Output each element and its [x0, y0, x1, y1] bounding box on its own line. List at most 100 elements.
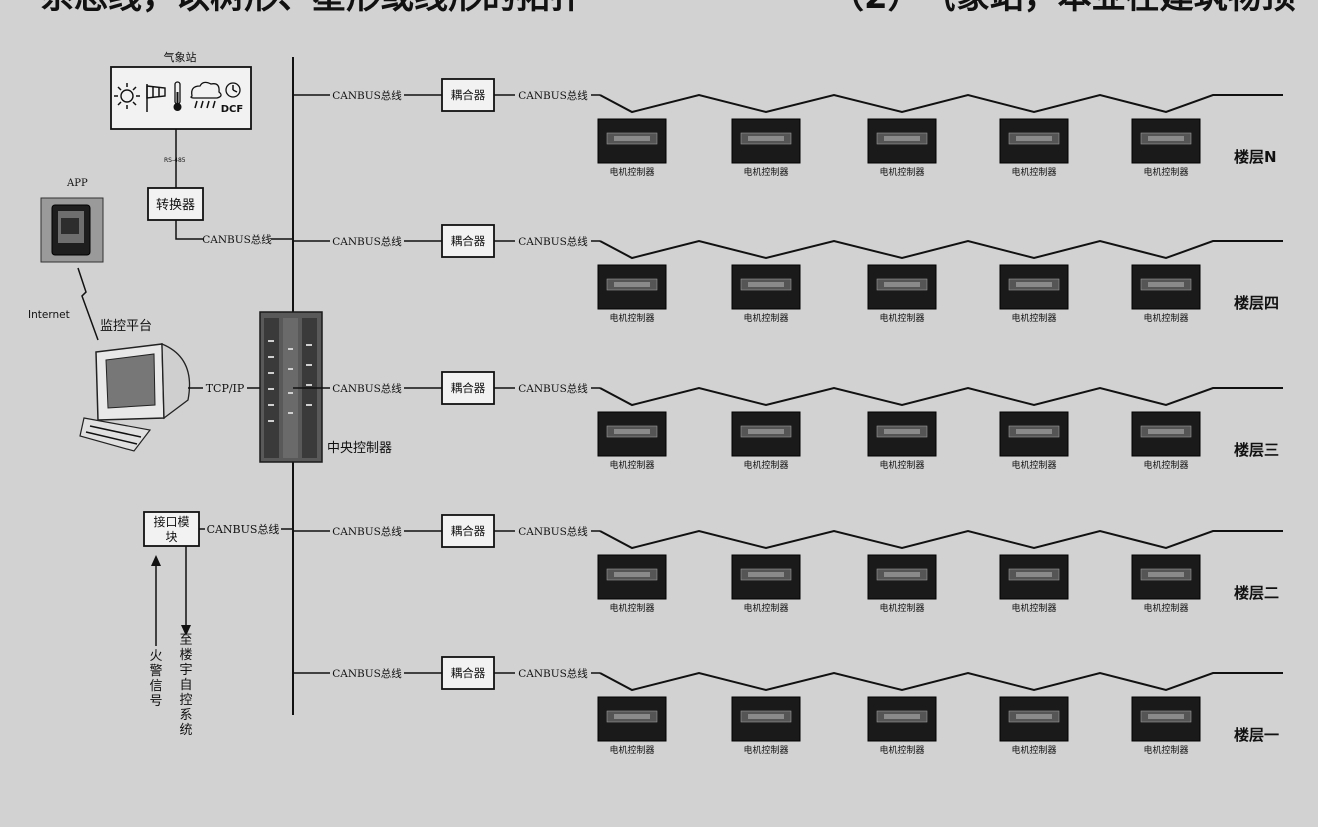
- motor-controller: 电机控制器: [731, 264, 801, 324]
- floor-label: 楼层一: [1234, 726, 1279, 744]
- motor-controller: 电机控制器: [999, 118, 1069, 178]
- sun-icon: [114, 83, 140, 109]
- coupler-box: [441, 224, 495, 258]
- motor-controller: 电机控制器: [1131, 118, 1201, 178]
- flag-icon: [146, 84, 166, 112]
- canbus-label: CANBUS总线: [332, 525, 402, 538]
- motor-controller-label: 电机控制器: [879, 312, 924, 324]
- app-label: APP: [66, 178, 88, 189]
- motor-controller-label: 电机控制器: [743, 312, 788, 324]
- canbus-label: CANBUS总线: [332, 382, 402, 395]
- interface-module-line2: 块: [165, 530, 177, 544]
- motor-controller: 电机控制器: [597, 264, 667, 324]
- coupler-box: [441, 371, 495, 405]
- canbus-label: CANBUS总线: [332, 667, 402, 680]
- dcf-label: DCF: [221, 104, 243, 115]
- motor-controller-label: 电机控制器: [1143, 459, 1188, 471]
- floor-label: 楼层四: [1234, 294, 1279, 312]
- motor-controller: 电机控制器: [867, 118, 937, 178]
- motor-controller-label: 电机控制器: [743, 744, 788, 756]
- phone-icon: [40, 197, 104, 263]
- weather-station-box: [110, 66, 252, 130]
- converter-label: 转换器: [156, 198, 195, 213]
- canbus-label: CANBUS总线: [518, 235, 588, 248]
- motor-controller-label: 电机控制器: [609, 312, 654, 324]
- rain-cloud-icon: [190, 81, 222, 109]
- motor-controller: 电机控制器: [1131, 554, 1201, 614]
- internet-link: [77, 267, 99, 341]
- floor-label: 楼层N: [1234, 148, 1277, 166]
- motor-controller-label: 电机控制器: [1011, 312, 1056, 324]
- motor-controller: 电机控制器: [1131, 696, 1201, 756]
- motor-controller-label: 电机控制器: [609, 602, 654, 614]
- device-bus-line: [599, 239, 1283, 260]
- motor-controller: 电机控制器: [999, 554, 1069, 614]
- thermometer-icon: [173, 81, 182, 111]
- motor-controller: 电机控制器: [1131, 264, 1201, 324]
- coupler-label: 耦合器: [451, 524, 486, 538]
- motor-controller-label: 电机控制器: [1143, 166, 1188, 178]
- motor-controller-label: 电机控制器: [879, 166, 924, 178]
- floor-label: 楼层二: [1234, 584, 1279, 602]
- motor-controller: 电机控制器: [597, 118, 667, 178]
- canbus-label: CANBUS总线: [518, 382, 588, 395]
- converter-box: [147, 187, 204, 221]
- motor-controller-label: 电机控制器: [1143, 312, 1188, 324]
- rs485-label: RS-485: [164, 157, 186, 164]
- monitor-label: 监控平台: [100, 319, 152, 334]
- canbus-label: CANBUS总线: [518, 525, 588, 538]
- motor-controller: 电机控制器: [1131, 411, 1201, 471]
- device-bus-line: [599, 529, 1283, 550]
- interface-module-line1: 接口模: [153, 514, 189, 529]
- motor-controller-label: 电机控制器: [879, 459, 924, 471]
- motor-controller: 电机控制器: [867, 696, 937, 756]
- coupler-label: 耦合器: [451, 381, 486, 395]
- motor-controller-label: 电机控制器: [1011, 602, 1056, 614]
- header-text: 系总线，以树形、星形或线形的拓扑: [40, 0, 584, 17]
- canbus-label: CANBUS总线: [332, 235, 402, 248]
- motor-controller: 电机控制器: [731, 118, 801, 178]
- motor-controller: 电机控制器: [999, 264, 1069, 324]
- motor-controller-label: 电机控制器: [609, 166, 654, 178]
- motor-controller-label: 电机控制器: [609, 744, 654, 756]
- coupler-label: 耦合器: [451, 666, 486, 680]
- clock-icon: [225, 82, 241, 98]
- motor-controller-label: 电机控制器: [1011, 459, 1056, 471]
- motor-controller-label: 电机控制器: [1011, 166, 1056, 178]
- canbus-label: CANBUS总线: [518, 89, 588, 102]
- motor-controller-label: 电机控制器: [743, 166, 788, 178]
- interface-canbus-label: CANBUS总线: [207, 522, 280, 536]
- computer-icon: [79, 343, 191, 452]
- building-auto-label: 至楼宇自控系统: [179, 633, 192, 738]
- central-controller: [259, 311, 323, 463]
- weather-station: 气象站: [110, 50, 252, 130]
- converter-canbus-label: CANBUS总线: [202, 233, 272, 246]
- motor-controller-label: 电机控制器: [1143, 744, 1188, 756]
- canbus-label: CANBUS总线: [518, 667, 588, 680]
- motor-controller: 电机控制器: [731, 696, 801, 756]
- motor-controller: 电机控制器: [597, 696, 667, 756]
- interface-module-box: [143, 511, 200, 547]
- motor-controller: 电机控制器: [867, 554, 937, 614]
- motor-controller: 电机控制器: [597, 554, 667, 614]
- device-bus-line: [599, 386, 1283, 407]
- device-bus-line: [599, 671, 1283, 692]
- motor-controller: 电机控制器: [731, 411, 801, 471]
- fire-signal-label: 火警信号: [149, 649, 162, 709]
- motor-controller-label: 电机控制器: [743, 459, 788, 471]
- central-controller-label: 中央控制器: [327, 441, 392, 456]
- canbus-label: CANBUS总线: [332, 89, 402, 102]
- motor-controller-label: 电机控制器: [609, 459, 654, 471]
- coupler-box: [441, 656, 495, 690]
- coupler-label: 耦合器: [451, 234, 486, 248]
- tcpip-label: TCP/IP: [206, 382, 245, 395]
- motor-controller-label: 电机控制器: [879, 602, 924, 614]
- motor-controller-label: 电机控制器: [743, 602, 788, 614]
